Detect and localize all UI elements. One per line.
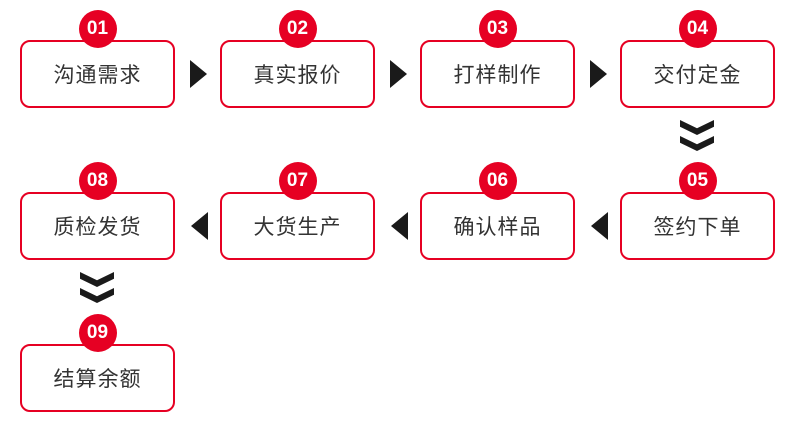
chevron-down-icon [80,288,114,303]
step-number-badge: 06 [478,162,517,200]
arrow-left-icon [391,212,408,240]
chevron-down-icon [80,272,114,287]
step-label: 真实报价 [253,64,342,87]
step-card-06: 06 确认样品 [420,162,575,260]
step-label: 质检发货 [53,216,142,239]
step-label: 打样制作 [453,64,542,87]
step-label: 结算余额 [53,368,142,391]
step-label: 沟通需求 [53,64,142,87]
arrow-right-icon [590,60,607,88]
step-card-03: 03 打样制作 [420,10,575,108]
step-number-badge: 03 [478,10,517,48]
arrow-right-icon [190,60,207,88]
arrow-left-icon [191,212,208,240]
step-card-07: 07 大货生产 [220,162,375,260]
step-number-badge: 05 [678,162,717,200]
arrow-left-icon [591,212,608,240]
arrow-right-icon [390,60,407,88]
chevron-down-icon [680,136,714,151]
chevron-down-icon [680,120,714,135]
step-number-badge: 04 [678,10,717,48]
step-label: 大货生产 [253,216,342,239]
step-card-08: 08 质检发货 [20,162,175,260]
step-number-badge: 07 [278,162,317,200]
step-number-badge: 02 [278,10,317,48]
step-number-badge: 09 [78,314,117,352]
step-card-01: 01 沟通需求 [20,10,175,108]
arrow-down-icon [680,120,714,151]
arrow-down-icon [80,272,114,303]
step-card-04: 04 交付定金 [620,10,775,108]
step-card-09: 09 结算余额 [20,314,175,412]
step-card-02: 02 真实报价 [220,10,375,108]
step-label: 签约下单 [653,216,742,239]
step-number-badge: 08 [78,162,117,200]
step-number-badge: 01 [78,10,117,48]
step-label: 交付定金 [653,64,742,87]
step-label: 确认样品 [453,216,542,239]
step-card-05: 05 签约下单 [620,162,775,260]
